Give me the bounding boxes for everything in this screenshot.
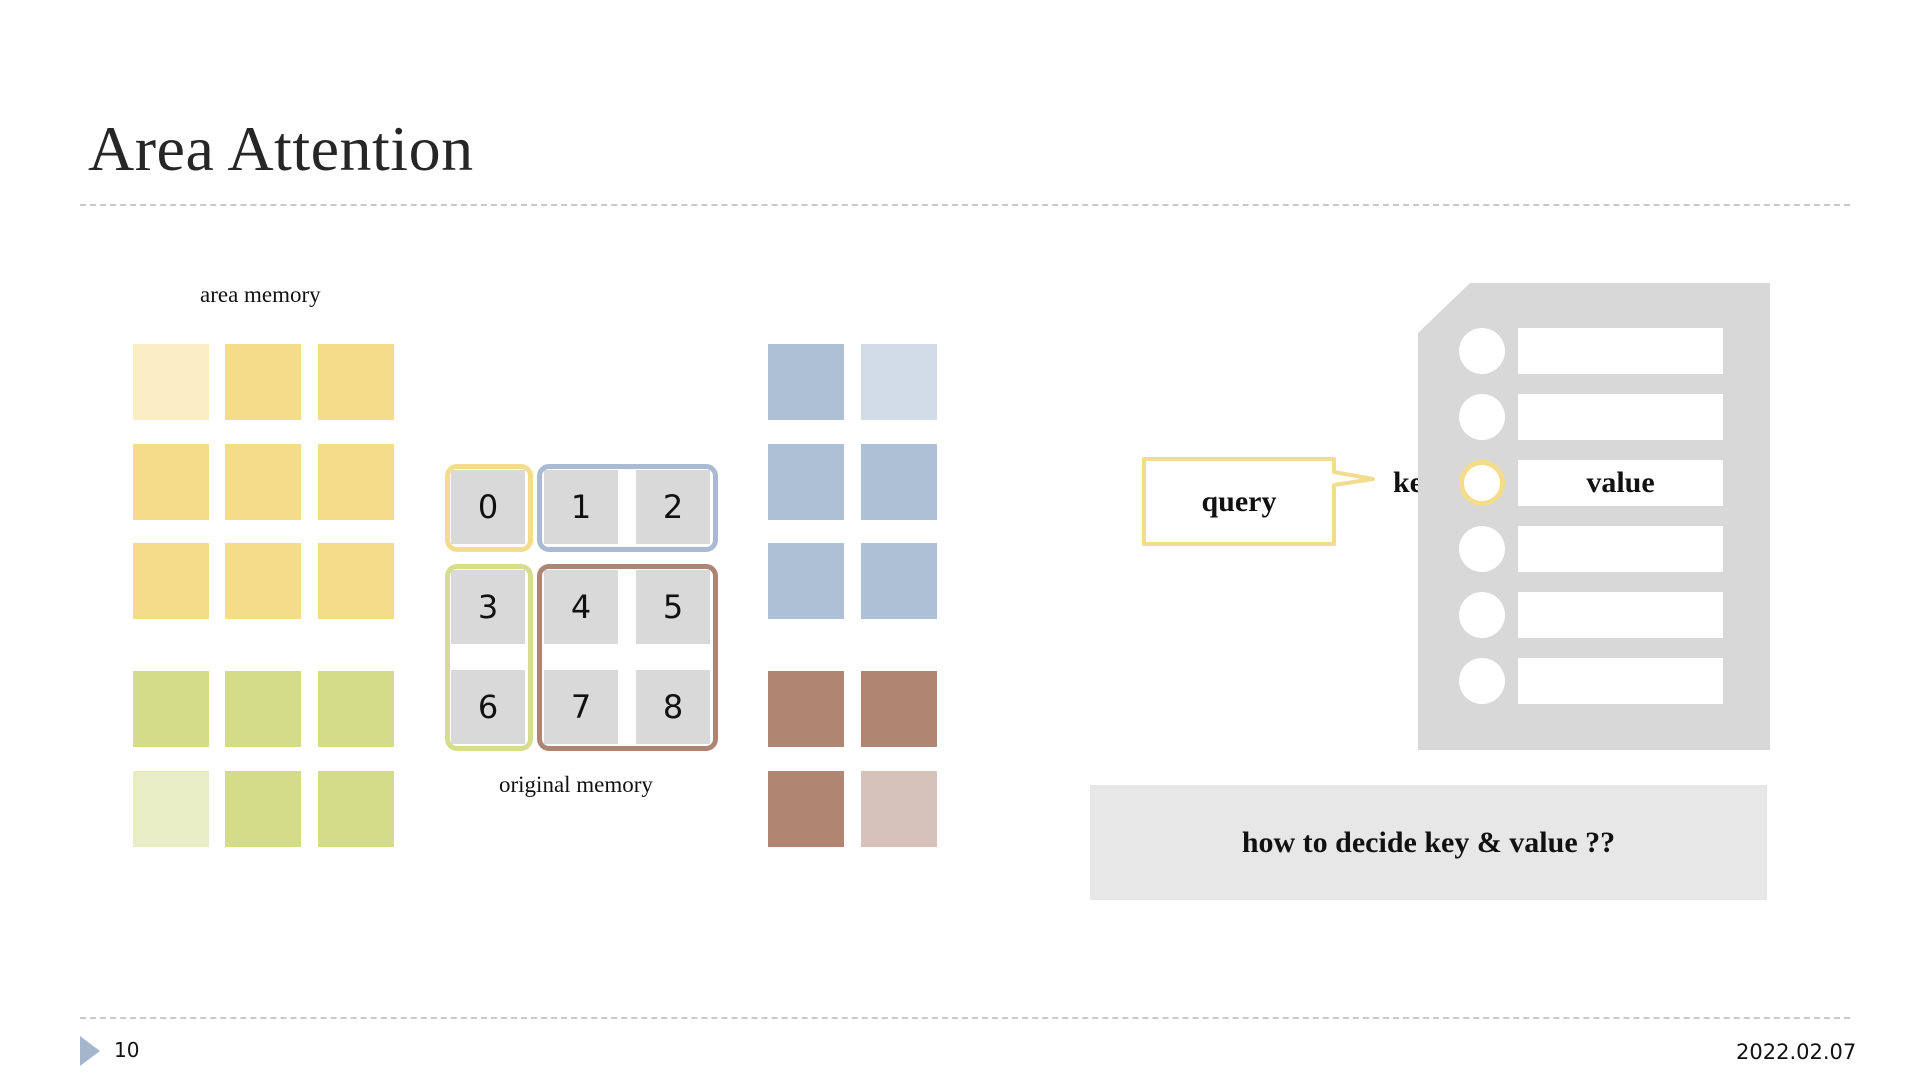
question-text: how to decide key & value ??: [1241, 825, 1616, 859]
key-slot: [1459, 658, 1505, 704]
query-bubble-shape: [1142, 457, 1375, 546]
area-square: [133, 344, 209, 420]
area-outline-blue: [537, 464, 718, 552]
value-slot: [1518, 592, 1723, 638]
triangle-bullet-icon: [80, 1036, 100, 1066]
memory-cell: 6: [451, 670, 525, 744]
area-square: [768, 771, 844, 847]
memory-cell: 4: [544, 570, 618, 644]
area-outline-yellow: [445, 464, 533, 552]
area-square: [225, 771, 301, 847]
memory-cell: 3: [451, 570, 525, 644]
area-square: [318, 771, 394, 847]
key-slot: [1459, 592, 1505, 638]
memory-cell: 2: [636, 470, 710, 544]
area-square: [225, 344, 301, 420]
key-slot: [1459, 328, 1505, 374]
area-square: [225, 444, 301, 520]
area-square: [768, 671, 844, 747]
footer-divider: [80, 1017, 1850, 1019]
memory-cell: 8: [636, 670, 710, 744]
title-divider: [80, 204, 1850, 206]
memory-cell: 1: [544, 470, 618, 544]
query-label: query: [1201, 485, 1277, 518]
area-square: [768, 543, 844, 619]
area-square: [133, 543, 209, 619]
value-slot: [1518, 658, 1723, 704]
area-square: [768, 344, 844, 420]
original-memory-label: original memory: [499, 772, 653, 797]
memory-cell: 0: [451, 470, 525, 544]
key-slot: [1459, 394, 1505, 440]
memory-cell: 5: [636, 570, 710, 644]
value-slot-highlighted: value: [1518, 460, 1723, 506]
area-square: [861, 344, 937, 420]
key-slot: [1459, 526, 1505, 572]
area-memory-label: area memory: [200, 282, 321, 307]
value-slot: [1518, 526, 1723, 572]
value-slot: [1518, 328, 1723, 374]
area-square: [861, 771, 937, 847]
area-square: [133, 771, 209, 847]
area-square: [861, 671, 937, 747]
area-square: [225, 671, 301, 747]
area-square: [225, 543, 301, 619]
question-box: how to decide key & value ??: [1090, 785, 1767, 900]
area-square: [861, 444, 937, 520]
area-outline-brown: [537, 564, 718, 751]
area-outline-green: [445, 564, 533, 751]
area-square: [318, 671, 394, 747]
area-square: [133, 444, 209, 520]
memory-cell: 7: [544, 670, 618, 744]
area-square: [318, 344, 394, 420]
area-square: [861, 543, 937, 619]
slide-date: 2022.02.07: [1736, 1040, 1857, 1064]
key-slot-highlighted: [1459, 460, 1505, 506]
page-number: 10: [114, 1038, 140, 1062]
area-square: [318, 543, 394, 619]
slide-title: Area Attention: [88, 113, 474, 184]
area-square: [768, 444, 844, 520]
area-square: [318, 444, 394, 520]
value-slot: [1518, 394, 1723, 440]
area-square: [133, 671, 209, 747]
